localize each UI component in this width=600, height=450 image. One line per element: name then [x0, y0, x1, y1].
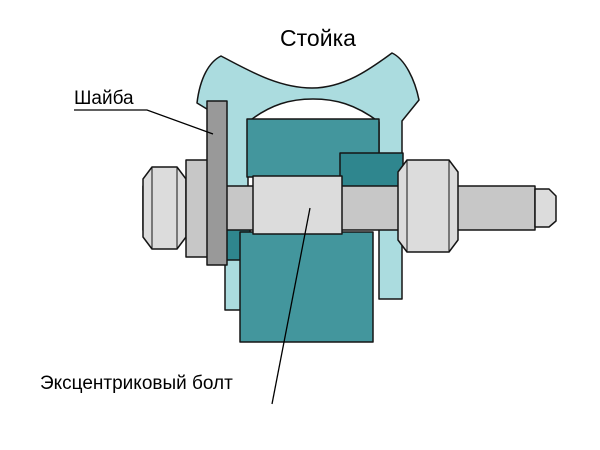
washer-label: Шайба — [74, 88, 134, 109]
strut-fork-shape — [196, 52, 420, 311]
washer-leader-line — [74, 109, 214, 135]
lower-bushing — [239, 231, 374, 343]
right-bushing-step — [339, 152, 404, 188]
eccentric-bolt-leader-line — [271, 207, 311, 405]
strut-label: Стойка — [280, 25, 356, 51]
eccentric-bolt-label: Эксцентриковый болт — [40, 373, 233, 394]
eccentric-cam — [252, 175, 343, 235]
bolt-flange — [185, 159, 210, 258]
washer-shape — [206, 100, 228, 266]
bolt-head — [142, 166, 187, 250]
bolt-tip — [534, 188, 557, 228]
